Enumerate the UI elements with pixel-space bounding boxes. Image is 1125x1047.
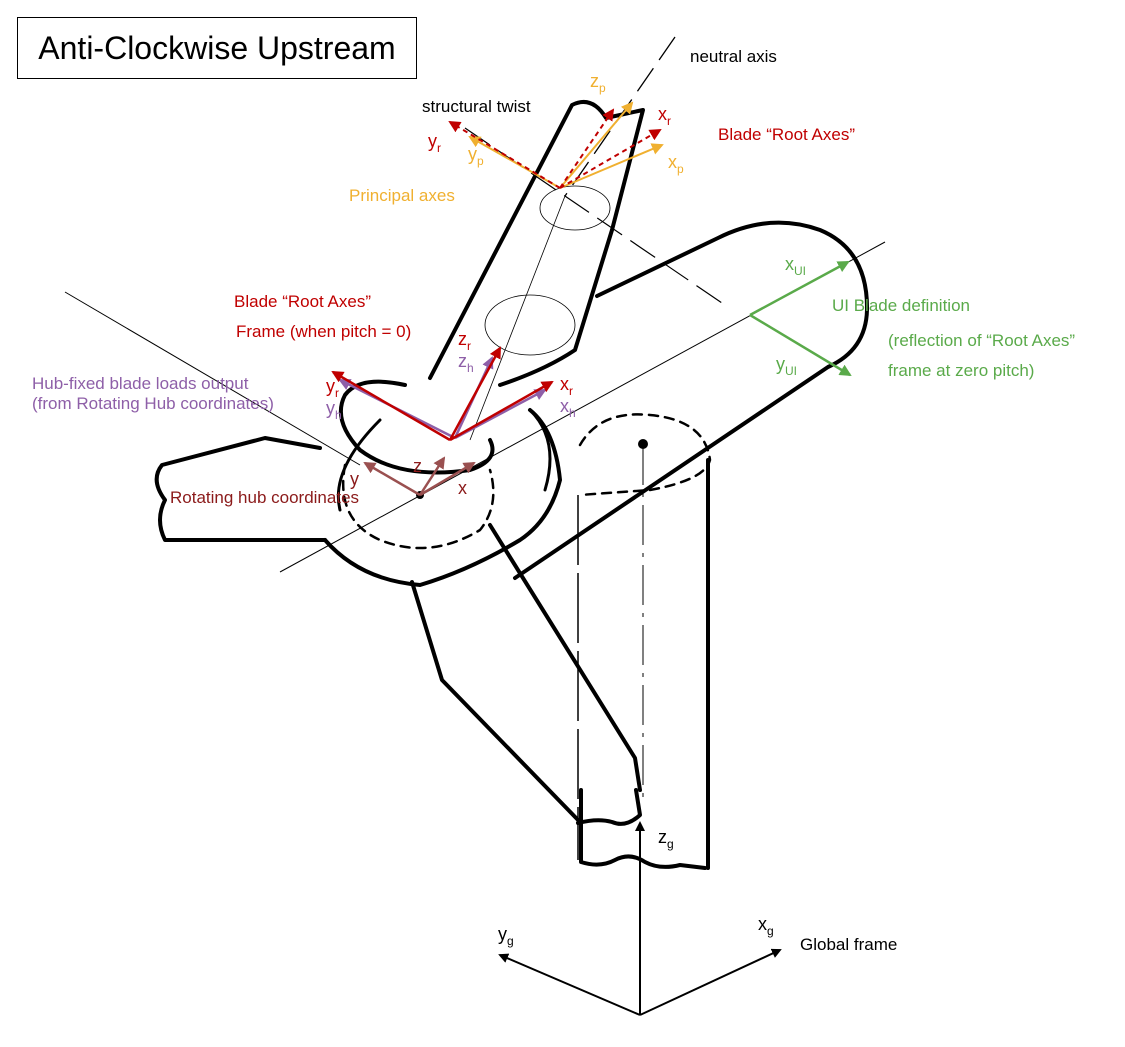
xui-label: xUI [785, 254, 806, 278]
global-axes [498, 821, 782, 1016]
hub-body [323, 408, 562, 587]
yp-label: yp [468, 144, 484, 168]
zr-tip-arrow [559, 108, 615, 189]
neutral-axis-label: neutral axis [690, 47, 777, 66]
yui-arrow [749, 313, 852, 377]
hub-dashed [341, 463, 495, 550]
hub-front-ellipse [336, 408, 552, 512]
xr-top-label: xr [658, 104, 671, 128]
yg-label: yg [498, 924, 514, 948]
y-hub-label: y [350, 469, 359, 489]
zr-root-label: zr [458, 329, 471, 353]
blade-root-axes-frame-label-1: Blade “Root Axes” [234, 292, 371, 311]
rotating-hub-axes [363, 456, 476, 497]
xp-arrow [559, 143, 664, 189]
blade-section-mid [484, 294, 576, 356]
tip-axes [448, 101, 664, 189]
yh-label: yh [326, 398, 342, 422]
yg-arrow [498, 953, 641, 1016]
blade-centerline [469, 195, 566, 441]
xg-arrow [639, 948, 782, 1016]
blade-root-axes-top-label: Blade “Root Axes” [718, 125, 855, 144]
hub-fixed-label-2: (from Rotating Hub coordinates) [32, 394, 274, 413]
xr-tip-arrow [559, 128, 662, 189]
upper-blade [428, 100, 645, 387]
z-hub-label: z [413, 456, 422, 476]
xh-label: xh [560, 396, 576, 420]
zr-root-arrow [448, 346, 502, 441]
xr-root-arrow [449, 380, 554, 442]
x-hub-arrow [419, 461, 476, 497]
yr-top-label: yr [428, 131, 441, 155]
ui-blade-label-3: frame at zero pitch) [888, 361, 1034, 380]
principal-dash-line [464, 127, 726, 306]
labels: neutral axis structural twist Blade “Roo… [32, 47, 1075, 954]
yui-label: yUI [776, 354, 797, 378]
principal-axes-label: Principal axes [349, 186, 455, 205]
root-axes [331, 346, 554, 442]
blade-section-upper [539, 185, 611, 231]
ui-blade-label-1: UI Blade definition [832, 296, 970, 315]
structural-twist-label: structural twist [422, 97, 531, 116]
xg-label: xg [758, 914, 774, 938]
axis-symbols: zp xr xp yr yp zr zh yr yh xr xh z y x x… [326, 71, 806, 948]
blade-root-axes-frame-label-2: Frame (when pitch = 0) [236, 322, 411, 341]
ui-blade-axes [749, 260, 852, 377]
zh-label: zh [458, 351, 474, 375]
rotating-hub-label: Rotating hub coordinates [170, 488, 359, 507]
y-hub-arrow [363, 461, 421, 497]
zg-label: zg [658, 827, 674, 851]
nacelle-top [513, 220, 870, 580]
lower-blade [410, 523, 642, 824]
ui-blade-label-2: (reflection of “Root Axes” [888, 331, 1075, 350]
yr-root-arrow [331, 370, 451, 442]
yp-arrow [468, 136, 561, 189]
xp-label: xp [668, 152, 684, 176]
xui-arrow [749, 260, 850, 317]
yr-root-label: yr [326, 376, 339, 400]
diagram-title: Anti-Clockwise Upstream [17, 17, 417, 79]
left-blade [154, 436, 327, 542]
tower-broken-top [576, 788, 642, 826]
hub-fixed-label-1: Hub-fixed blade loads output [32, 374, 249, 393]
xr-root-label: xr [560, 374, 573, 398]
tower-top-dot [638, 439, 648, 449]
zp-arrow [559, 101, 634, 189]
zp-label: zp [590, 71, 606, 95]
reference-lines [64, 36, 886, 860]
turbine-outline [154, 100, 870, 870]
tower-shaft [579, 458, 710, 870]
z-hub-arrow [418, 456, 446, 496]
x-hub-label: x [458, 478, 467, 498]
global-frame-label: Global frame [800, 935, 897, 954]
nacelle-dash-ring [578, 413, 712, 497]
hub-plane-line [64, 291, 361, 466]
yr-tip-arrow [448, 120, 561, 189]
